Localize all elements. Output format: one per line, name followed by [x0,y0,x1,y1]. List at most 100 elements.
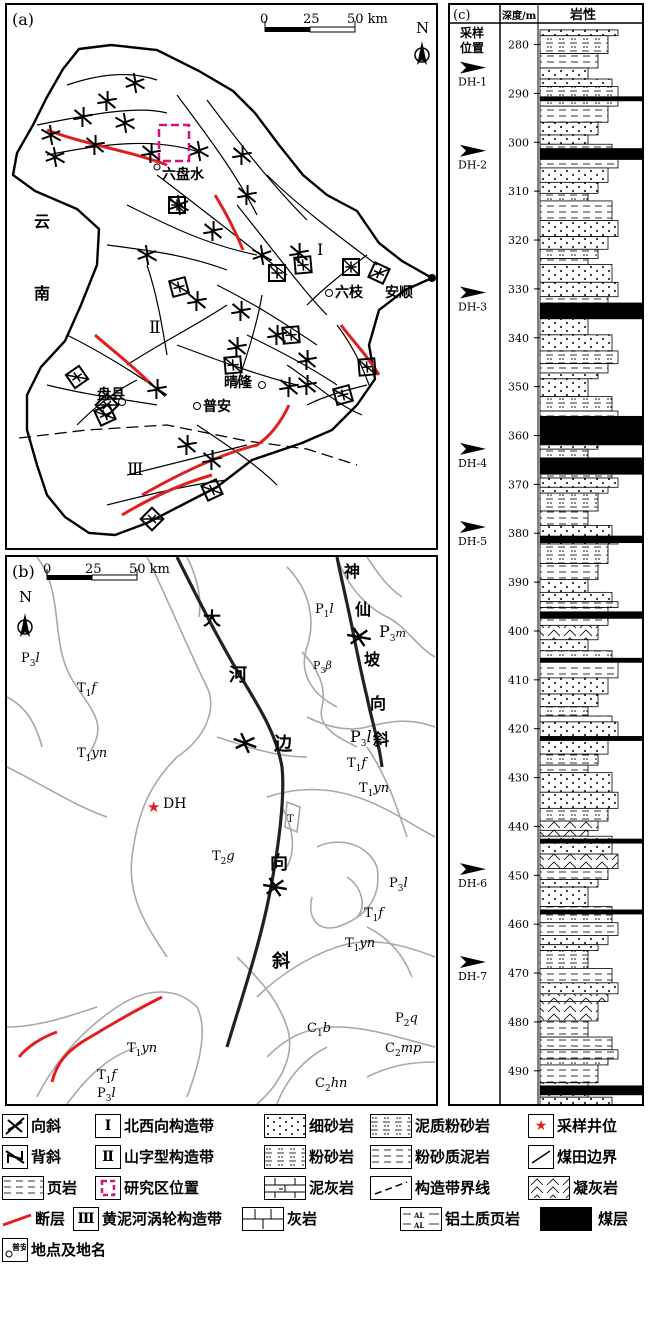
north-a-label: N [416,19,429,37]
syncline-symbol [114,112,136,134]
header-sample-1: 采样 [459,25,484,40]
syncline-symbol [279,377,299,397]
syncline-icon [2,1114,28,1138]
sample-label: DH-5 [458,535,487,548]
shenxianpo-label: 神 仙 坡 向 斜 [344,562,389,749]
dahebian-label: 大 河 边 向 斜 [203,608,293,972]
lithology-bed [539,1000,599,1022]
well-icon: ★ [528,1114,554,1138]
fm-p1l: P1l [315,602,334,620]
fault-icon [2,1207,32,1231]
lithology-bed [539,601,619,608]
coal-seam [540,657,642,663]
place-liupanshui: 六盘水 [162,166,205,183]
legend-zone1: Ⅰ 北西向构造带 [95,1113,214,1139]
lithology-bed [539,510,589,526]
coal-icon [540,1207,592,1231]
lithology-bed [539,396,613,412]
depth-tick-label: 360 [508,429,529,442]
lithology-bed [539,706,589,717]
lithology-bed [539,486,609,494]
dahebian-char-1: 大 [203,608,221,630]
lithology-bed [539,525,613,537]
lithology-bed [539,853,619,869]
fm-t1f-d: T1f [97,1068,118,1086]
legend-well: ★ 采样井位 [528,1113,617,1139]
syncline-symbol [346,627,372,647]
lithology-bed [539,886,589,907]
panel-c-svg: (c) 深度/m 岩性 采样 位置 2802903003103203303403… [450,5,642,1104]
anticline-symbol [223,355,243,375]
svg-text:AL: AL [413,1211,424,1220]
fm-t1f-c: T1f [364,906,385,924]
legend-fault: 断层 [2,1206,65,1232]
lithology-bed [539,67,589,80]
depth-tick-label: 300 [508,136,529,149]
lithology-bed [539,922,619,936]
place-qinglong-dot [258,381,266,389]
fm-t1yn-d: T1yn [127,1041,157,1059]
place-liuzhi-dot [325,289,333,297]
lithology-bed [539,1096,613,1104]
faults-b [17,995,163,1083]
panel-a-tag: (a) [12,10,34,29]
tuff-icon [528,1176,570,1200]
well-label: DH [163,796,186,812]
depth-tick-label: 460 [508,918,529,931]
coal-seam [540,838,642,844]
place-liuzhi: 六枝 [335,284,364,301]
panel-a-svg: (a) 0 25 50 km N [11,10,436,537]
lithology-bed [539,181,599,194]
lithology-bed [539,715,613,723]
coalfield-boundary [11,43,435,537]
fm-t-small: T [287,814,294,825]
coal-seam [540,736,642,741]
lithology-bed [539,906,613,924]
panel-a-tectonic-map: (a) 0 25 50 km N [5,3,438,550]
depth-axis: 2802903003103203303403503603703803904004… [508,39,540,1078]
syncline-symbol [124,72,146,94]
coal-seam [540,611,642,619]
coalfield-end-dot [428,274,436,282]
syncline-symbol [188,140,210,162]
depth-tick-label: 440 [508,820,529,833]
syncline-symbol [251,244,273,266]
syncline-symbol [141,143,161,163]
sample-label: DH-2 [458,159,487,172]
syncline-symbol [177,435,197,455]
scale-b-50: 50 km [129,562,170,577]
anticline-symbol [200,478,224,502]
lithology-bed [539,53,599,69]
syncline-symbol [203,221,223,241]
zone-3-label: Ⅲ [127,460,143,480]
anticline-icon [2,1145,28,1169]
place-puan-dot [193,402,201,410]
fold-symbols-b [233,627,372,897]
coal-seam [540,535,642,544]
depth-tick-label: 340 [508,332,529,345]
legend: 向斜 Ⅰ 北西向构造带 细砂岩 泥质粉砂岩 ★ 采样井位 背斜 Ⅱ 山字型构造带… [2,1113,648,1313]
legend-syncline: 向斜 [2,1113,61,1139]
depth-tick-label: 310 [508,185,529,198]
fm-t2g: T2g [212,849,235,867]
panel-b-scale-bar: 0 25 50 km [43,562,170,581]
limestone-icon [242,1207,284,1231]
lithology-bed [539,477,619,488]
shenxianpo-char-5: 斜 [372,730,389,749]
zone-2-label: Ⅱ [149,318,161,338]
anticline-symbol [167,275,191,299]
sample-label: DH-6 [458,877,487,890]
anticline-symbol [139,506,165,532]
syncline-symbol [233,732,257,754]
fm-p3l-c: P3l [389,876,408,894]
sample-arrow-icon [460,955,486,968]
silty-mudstone-icon [370,1145,412,1169]
study-area-icon [95,1176,121,1200]
coal-seam [540,415,642,446]
fm-t1f-b: T1f [347,756,368,774]
zone-1-label: Ⅰ [317,240,323,259]
syncline-symbol [85,135,105,155]
legend-fine-sandstone: 细砂岩 [264,1113,354,1139]
